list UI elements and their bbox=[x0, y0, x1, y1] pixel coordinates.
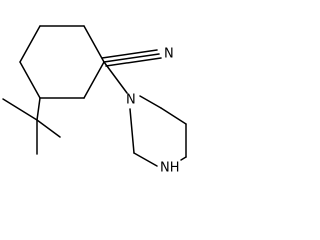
c-n-bond bbox=[103, 61, 128, 94]
ring-bond bbox=[83, 25, 105, 63]
nitrile-bond-1 bbox=[101, 49, 158, 59]
tbutyl-bond bbox=[36, 97, 41, 121]
ring-bond bbox=[133, 152, 158, 167]
nitrile-group: N bbox=[101, 47, 174, 67]
ring-bond bbox=[83, 61, 105, 99]
nitrile-bond-3 bbox=[105, 57, 162, 67]
nitrile-n-label: N bbox=[164, 47, 174, 62]
piperazine-n1-label: N bbox=[126, 93, 136, 108]
ring-bond bbox=[129, 108, 135, 154]
ring-bond bbox=[139, 95, 162, 109]
nitrile-bond-2 bbox=[103, 53, 160, 63]
ring-bond bbox=[160, 107, 187, 125]
tbutyl-methyl-bond bbox=[36, 119, 61, 138]
ring-bond bbox=[180, 156, 187, 161]
piperazine-nh-label: NH bbox=[160, 161, 180, 176]
tbutyl-methyl-bond bbox=[2, 98, 38, 121]
molecule-structure: N N NH bbox=[2, 25, 187, 176]
ring-bond bbox=[19, 61, 41, 99]
tert-butyl-group bbox=[2, 97, 61, 155]
cyclohexane-ring bbox=[19, 25, 105, 99]
piperazine-ring: N NH bbox=[126, 93, 187, 176]
ring-bond bbox=[19, 25, 41, 63]
